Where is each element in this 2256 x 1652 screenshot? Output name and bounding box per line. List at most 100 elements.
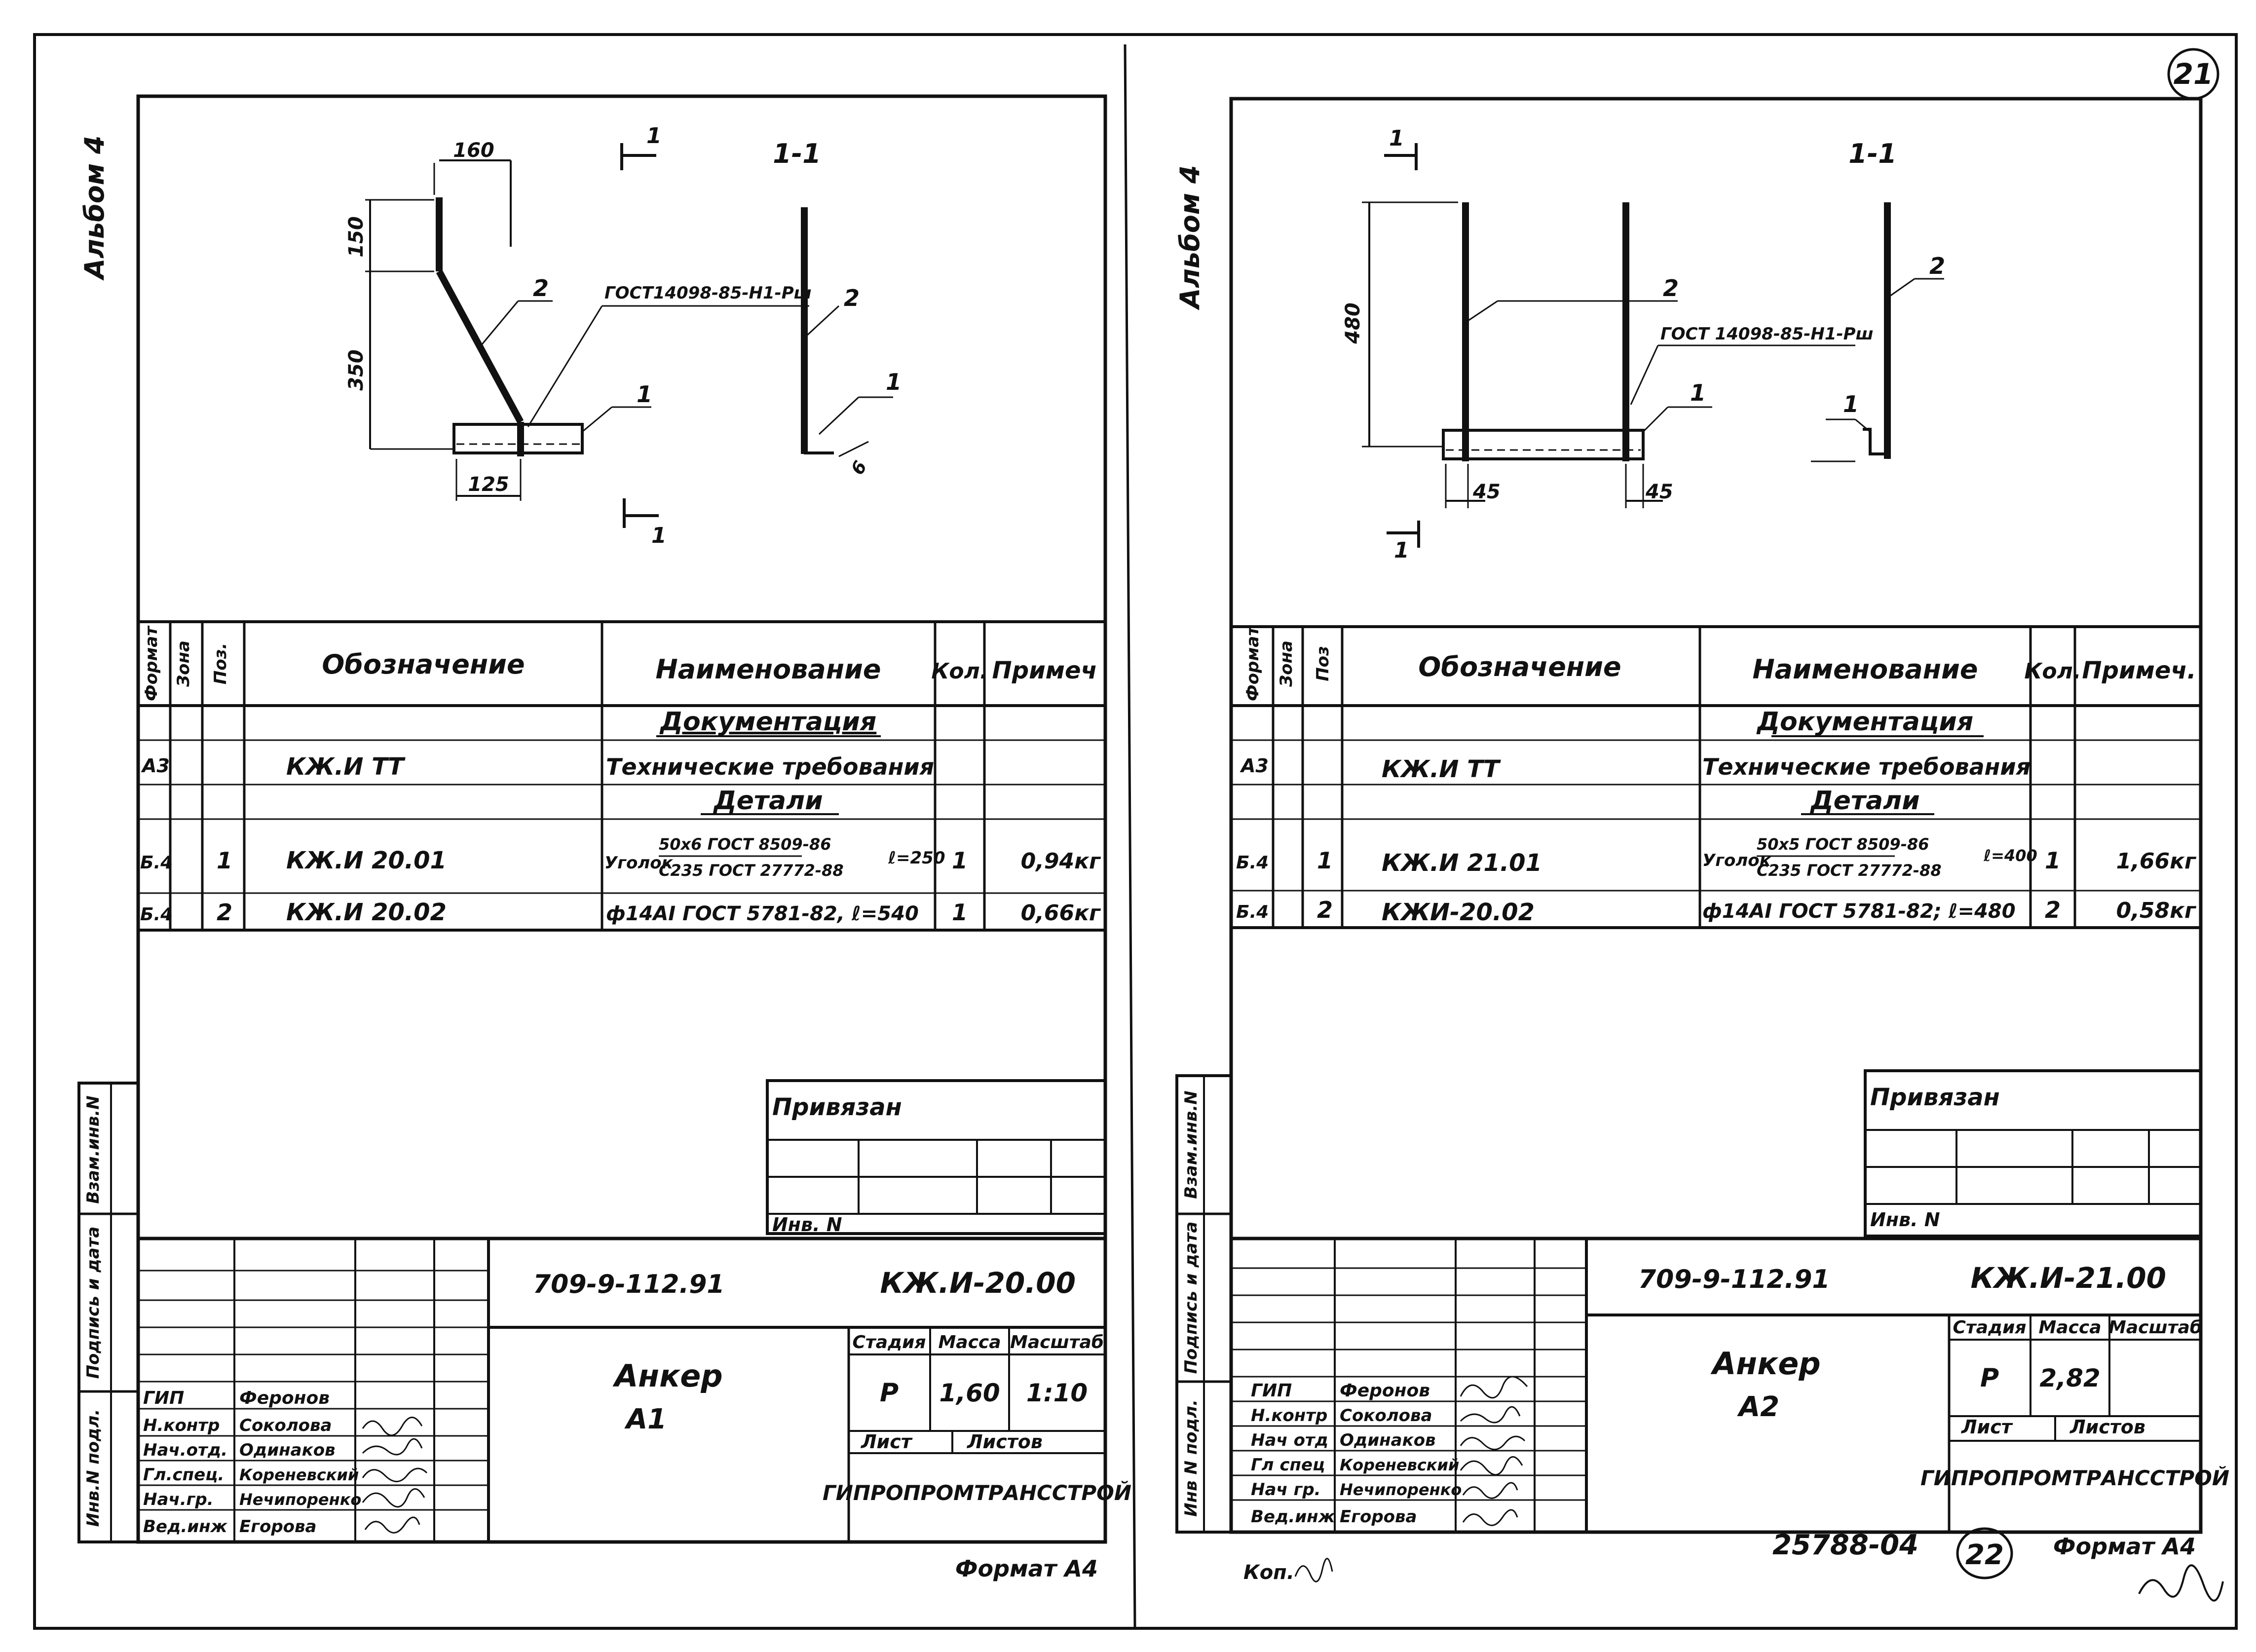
row2-qty: 1 (952, 847, 968, 874)
hdr-qty-r: Кол. (2024, 659, 2081, 684)
side-label-sign-r: Подпись и дата (1181, 1222, 1201, 1374)
weld-note: ГОСТ14098-85-Н1-Рш (604, 283, 812, 303)
role-2-r: Нач отд (1251, 1430, 1328, 1450)
title-block-left: ГИП Н.контр Нач.отд. Гл.спец. Нач.гр. Ве… (138, 1237, 1131, 1542)
hdr-pos-r: Поз (1313, 646, 1333, 681)
name-0: Феронов (239, 1388, 330, 1408)
title-block-right: ГИП Н.контр Нач отд Гл спец Нач гр. Вед.… (1231, 1237, 2229, 1532)
hdr-format-r: Формат (1243, 625, 1263, 701)
row2-designation-r: КЖ.И 21.01 (1382, 849, 1542, 877)
spec-table-right: Формат Зона Поз Обозначение Наименование… (1231, 625, 2201, 929)
row3-note: 0,66кг (1021, 901, 1101, 926)
sheets-label: Листов (967, 1431, 1043, 1453)
sheet-right: Альбом 4 21 480 45 45 1 (1174, 48, 2229, 1602)
row3-qty: 1 (952, 899, 968, 926)
sheet-label-r: Лист (1961, 1416, 2013, 1438)
stage-label: Стадия (853, 1332, 926, 1352)
anchor-a2-drawing: 480 45 45 1 1 2 ГОСТ 14098-85-Н1-Рш (1342, 126, 1945, 563)
section-details-r: Детали (1809, 786, 1919, 816)
row3-qty-r: 2 (2045, 897, 2061, 923)
row3-pos: 2 (217, 899, 232, 926)
role-1: Н.контр (143, 1416, 220, 1435)
stage-value: Р (880, 1378, 899, 1408)
dim-150: 150 (345, 216, 368, 258)
cut-mark-bottom-2: 1 (1394, 538, 1409, 563)
name-3-r: Кореневский (1340, 1456, 1459, 1474)
stage-label-r: Стадия (1953, 1317, 2027, 1338)
section-label: 1-1 (773, 138, 821, 169)
row1-format-r: А3 (1240, 755, 1269, 777)
scale-label: Масштаб (1010, 1332, 1104, 1352)
row2-pos-r: 1 (1317, 847, 1333, 874)
org-name-r: ГИПРОПРОМТРАНССТРОЙ (1920, 1465, 2229, 1490)
title-line1: Анкер (612, 1358, 722, 1394)
album-label-2: Альбом 4 (1174, 165, 1205, 311)
title-line2-r: А2 (1737, 1391, 1779, 1423)
row3-pos-r: 2 (1317, 897, 1333, 923)
sheet-left: Альбом 4 160 150 350 125 2 (77, 94, 1131, 1582)
corner-signature (2138, 1564, 2224, 1602)
hdr-zone: Зона (174, 640, 193, 687)
privyazan-label-r: Привязан (1870, 1084, 2000, 1111)
role-3: Гл.спец. (143, 1465, 224, 1485)
sheets-label-r: Листов (2069, 1416, 2145, 1438)
privyazan-label: Привязан (772, 1093, 902, 1121)
dim-350: 350 (345, 349, 368, 391)
title-line2: А1 (624, 1403, 667, 1435)
side-stamp-left: Взам.инв.N Подпись и дата Инв.N подл. (77, 1082, 140, 1543)
mass-value-r: 2,82 (2039, 1364, 2100, 1392)
section-docs: Документация (659, 707, 877, 737)
callout-2: 2 (533, 275, 549, 301)
role-5-r: Вед.инж (1251, 1507, 1336, 1527)
mark: КЖ.И-20.00 (880, 1266, 1076, 1300)
row2-note: 0,94кг (1021, 849, 1101, 874)
scale-value: 1:10 (1026, 1379, 1088, 1407)
footer-page-number: 22 (1965, 1539, 2004, 1571)
row2-designation: КЖ.И 20.01 (286, 847, 447, 874)
role-4: Нач.гр. (143, 1490, 214, 1509)
name-3: Кореневский (239, 1465, 359, 1484)
row1-format: А3 (141, 755, 170, 777)
org-name: ГИПРОПРОМТРАНССТРОЙ (823, 1480, 1131, 1505)
name-2: Одинаков (239, 1440, 336, 1460)
dim-45b: 45 (1645, 481, 1673, 503)
scale-label-r: Масштаб (2108, 1317, 2202, 1338)
row2-name-main-r: Уголок (1702, 851, 1771, 870)
weld-note-2: ГОСТ 14098-85-Н1-Рш (1660, 324, 1874, 344)
row2-name-bottom: С235 ГОСТ 27772-88 (659, 861, 844, 880)
inv-label: Инв. N (772, 1214, 842, 1236)
callout-1b-r: 1 (1843, 391, 1859, 417)
page-number: 21 (2174, 57, 2214, 91)
hdr-pos: Поз. (211, 643, 230, 685)
row2-name-len: ℓ=250 (888, 848, 945, 868)
callout-2b: 2 (844, 285, 860, 311)
title-line1-r: Анкер (1710, 1346, 1820, 1382)
privyazan-block-left: Привязан Инв. N (766, 1079, 1107, 1236)
row2-qty-r: 1 (2045, 847, 2061, 874)
format-note-r: Формат А4 (2053, 1533, 2196, 1560)
signatures-r (1460, 1376, 1528, 1526)
side-label-replace-r: Взам.инв.N (1181, 1090, 1201, 1199)
cut-mark-bottom: 1 (651, 523, 667, 548)
hdr-note: Примеч (992, 657, 1097, 684)
name-1-r: Соколова (1340, 1406, 1432, 1426)
row1-name: Технические требования (606, 753, 934, 780)
hdr-note-r: Примеч. (2082, 657, 2196, 684)
row2-name-bottom-r: С235 ГОСТ 27772-88 (1757, 861, 1942, 880)
row3-designation: КЖ.И 20.02 (286, 899, 447, 926)
anchor-a1-drawing: 160 150 350 125 2 ГОСТ14098-85-Н1-Рш 1 1… (345, 123, 902, 548)
album-label: Альбом 4 (79, 136, 110, 281)
format-note: Формат А4 (955, 1555, 1098, 1582)
hdr-designation: Обозначение (322, 649, 525, 680)
row2-pos: 1 (217, 847, 232, 874)
role-3-r: Гл спец (1251, 1455, 1325, 1475)
role-5: Вед.инж (143, 1517, 228, 1537)
name-1: Соколова (239, 1416, 332, 1435)
dim-160: 160 (453, 139, 494, 162)
dim-125: 125 (468, 473, 509, 496)
dim-6: 6 (847, 457, 871, 478)
role-0-r: ГИП (1251, 1381, 1292, 1401)
name-2-r: Одинаков (1340, 1430, 1436, 1450)
dim-480: 480 (1342, 302, 1364, 344)
